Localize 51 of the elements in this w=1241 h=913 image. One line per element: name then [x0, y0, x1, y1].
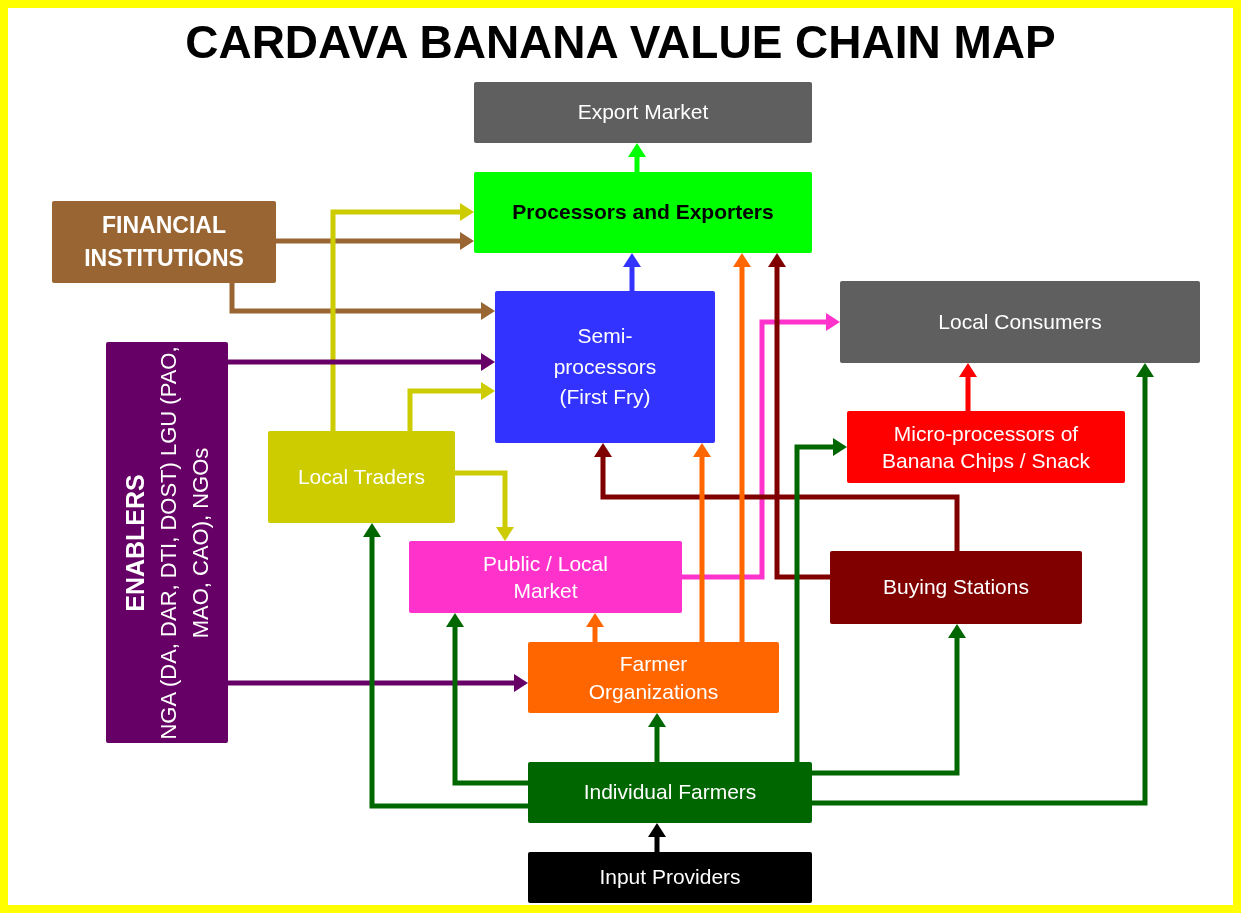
- arrow: [330, 203, 474, 431]
- node-label: Local Traders: [297, 463, 426, 490]
- arrow: [623, 253, 641, 291]
- process-box: [528, 642, 779, 713]
- process-box: [268, 431, 455, 523]
- node-label: Semi-processors (First Fry): [552, 323, 658, 411]
- process-box: [528, 852, 812, 903]
- vertical-heading: ENABLERS: [120, 473, 150, 612]
- arrow: [682, 313, 840, 580]
- arrow: [228, 353, 495, 371]
- arrow: [407, 382, 495, 431]
- diagram-title: CARDAVA BANANA VALUE CHAIN MAP: [185, 15, 1056, 70]
- node-label: Public / Local Market: [482, 550, 609, 604]
- node-label: Individual Farmers: [583, 779, 757, 806]
- node-label: FINANCIAL INSTITUTIONS: [83, 210, 245, 273]
- node-label: Input Providers: [599, 864, 741, 891]
- arrow: [228, 674, 528, 692]
- process-box: [840, 281, 1200, 363]
- arrow: [363, 523, 528, 809]
- arrow: [693, 443, 711, 642]
- node-label: Buying Stations: [883, 574, 1029, 601]
- arrow: [648, 713, 666, 762]
- arrow: [648, 823, 666, 852]
- vertical-label: NGA (DA, DAR, DTI, DOST) LGU (PAO, MAO, CAO), NGOs: [155, 344, 215, 742]
- arrow: [812, 363, 1154, 806]
- node-label: Micro-processors of Banana Chips / Snack: [881, 420, 1091, 474]
- process-box: [409, 541, 682, 613]
- arrow: [959, 363, 977, 411]
- node-label: Local Consumers: [938, 308, 1102, 335]
- node-label: Farmer Organizations: [587, 651, 720, 705]
- node-label: Processors and Exporters: [512, 199, 774, 226]
- process-box: [52, 201, 276, 283]
- process-box: [830, 551, 1082, 624]
- arrow: [628, 143, 646, 172]
- arrow: [733, 253, 751, 642]
- arrow: [586, 613, 604, 642]
- arrow: [794, 438, 847, 762]
- process-box: [106, 342, 228, 743]
- arrow: [768, 253, 830, 580]
- process-box: [495, 291, 715, 443]
- arrow: [446, 613, 528, 786]
- process-box: [474, 172, 812, 253]
- process-box: [528, 762, 812, 823]
- arrow: [594, 443, 960, 551]
- process-box: [847, 411, 1125, 483]
- node-label: Export Market: [577, 99, 709, 126]
- arrow: [229, 283, 495, 320]
- arrow: [455, 470, 514, 541]
- arrow: [812, 624, 966, 776]
- process-box: [474, 82, 812, 143]
- arrow: [276, 232, 474, 250]
